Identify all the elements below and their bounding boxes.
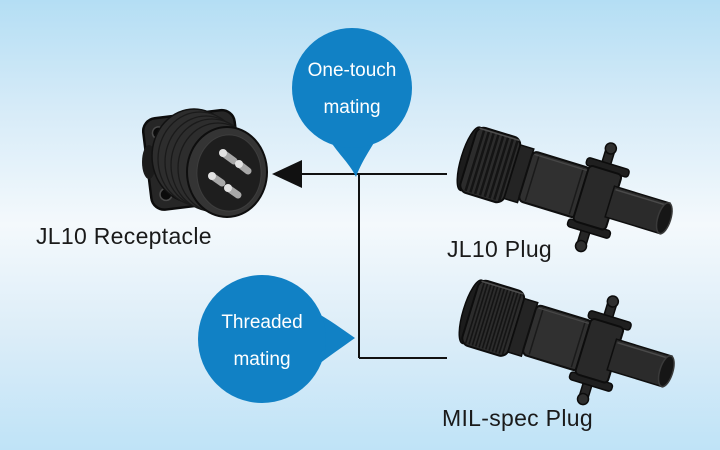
plug-coupling-ring (459, 126, 522, 204)
callout-circle (198, 275, 326, 403)
receptacle-contact-pins (208, 149, 252, 199)
one-touch-mating-callout: One-touch mating (292, 28, 412, 177)
mil-spec-plug-image (458, 279, 675, 406)
callout-text-line1: One-touch (308, 60, 397, 81)
plug-coupling-nut (461, 279, 526, 357)
mating-direction-arrow-icon (272, 160, 302, 188)
callout-circle (292, 28, 412, 148)
threaded-mating-callout: Threaded mating (198, 275, 355, 403)
plug-cable (606, 338, 675, 388)
mil-spec-plug-label: MIL-spec Plug (442, 405, 593, 431)
callout-text-line2: mating (233, 349, 290, 370)
jl10-plug-image (456, 126, 673, 253)
jl10-receptacle-image (142, 108, 268, 218)
callout-text-line1: Threaded (221, 312, 302, 333)
receptacle-face (186, 126, 268, 218)
plug-cable (604, 185, 673, 235)
plug-cable-clamp (568, 295, 632, 406)
plug-cable-clamp (566, 142, 630, 253)
callout-text-line2: mating (323, 97, 380, 118)
jl10-plug-label: JL10 Plug (447, 236, 552, 262)
jl10-receptacle-label: JL10 Receptacle (36, 223, 212, 249)
plug-body (522, 304, 593, 371)
